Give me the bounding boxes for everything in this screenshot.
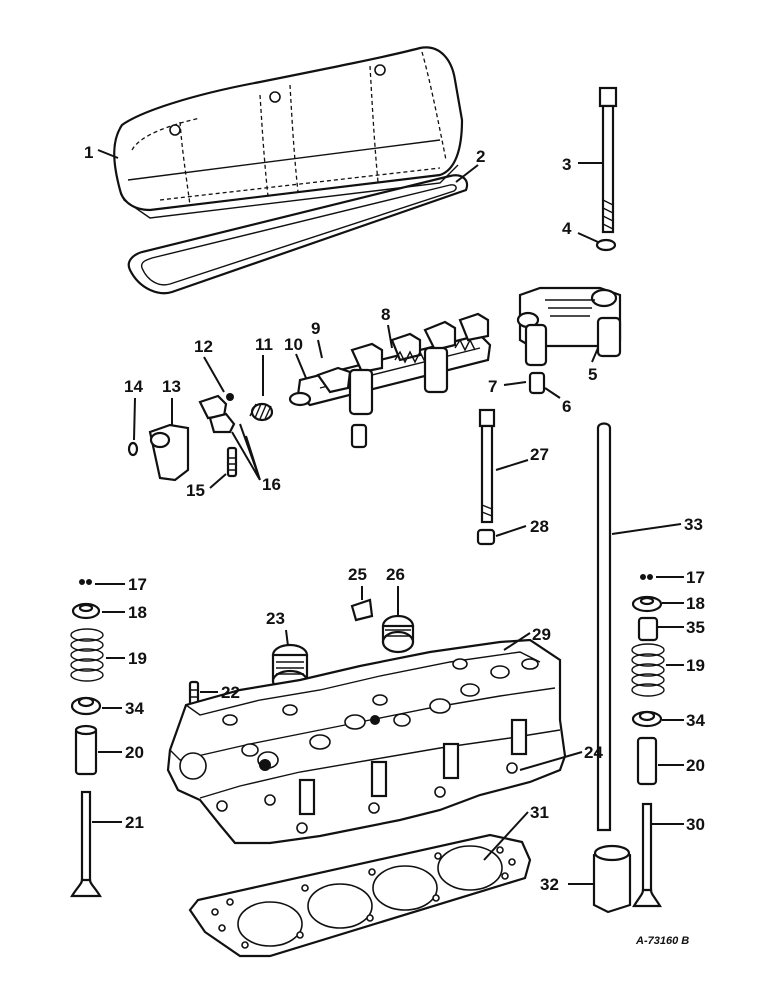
callout-20-right: 20 <box>686 756 705 775</box>
shaft-sleeve <box>528 371 546 395</box>
callout-18-left: 18 <box>128 603 147 622</box>
rocker-end-support <box>148 423 190 482</box>
callout-23: 23 <box>266 609 285 628</box>
callout-21: 21 <box>125 813 144 832</box>
callout-28: 28 <box>530 517 549 536</box>
core-plug-threaded <box>381 614 415 654</box>
callout-17-right: 17 <box>686 568 705 587</box>
callout-1: 1 <box>84 143 93 162</box>
callout-34-left: 34 <box>125 699 144 718</box>
callout-35: 35 <box>686 618 705 637</box>
cylinder-head <box>166 638 567 845</box>
callout-18-right: 18 <box>686 594 705 613</box>
callout-10: 10 <box>284 335 303 354</box>
callout-6: 6 <box>562 397 571 416</box>
callout-7: 7 <box>488 377 497 396</box>
callout-3: 3 <box>562 155 571 174</box>
callout-22: 22 <box>221 683 240 702</box>
callout-30: 30 <box>686 815 705 834</box>
valve-lifter <box>592 844 632 914</box>
shaft-spring <box>249 402 274 422</box>
callout-31: 31 <box>530 803 549 822</box>
callout-34-right: 34 <box>686 711 705 730</box>
o-ring <box>127 441 139 457</box>
pipe-plug <box>350 598 374 622</box>
callout-labels: 1 2 3 4 5 6 7 8 9 10 11 12 13 14 15 16 1… <box>84 143 705 894</box>
set-screw <box>226 446 238 478</box>
callout-32: 32 <box>540 875 559 894</box>
shaft-plug <box>226 393 234 401</box>
drawing-reference-code: A-73160 B <box>635 935 689 947</box>
bolt-spacer <box>476 528 496 546</box>
callout-17-left: 17 <box>128 575 147 594</box>
head-bolt <box>478 408 496 524</box>
callout-29: 29 <box>532 625 551 644</box>
rocker-arms-pair <box>198 394 236 434</box>
callout-9: 9 <box>311 319 320 338</box>
callout-19-left: 19 <box>128 649 147 668</box>
rocker-shaft-support-right <box>516 286 622 367</box>
callout-19-right: 19 <box>686 656 705 675</box>
washer <box>595 238 617 252</box>
callout-25: 25 <box>348 565 367 584</box>
callout-20-left: 20 <box>125 743 144 762</box>
push-rod <box>596 422 612 832</box>
callout-8: 8 <box>381 305 390 324</box>
callout-5: 5 <box>588 365 597 384</box>
callout-27: 27 <box>530 445 549 464</box>
leader-lines <box>92 149 684 885</box>
callout-16: 16 <box>262 475 281 494</box>
valve-stack-left <box>70 579 104 898</box>
callout-11: 11 <box>255 335 273 354</box>
callout-33: 33 <box>684 515 703 534</box>
callout-14: 14 <box>124 377 143 396</box>
rocker-arm-assembly <box>288 312 492 449</box>
callout-13: 13 <box>162 377 181 396</box>
callout-15: 15 <box>186 481 205 500</box>
callout-4: 4 <box>562 219 572 238</box>
callout-26: 26 <box>386 565 405 584</box>
rocker-stud <box>598 86 618 234</box>
valve-stack-right <box>631 574 665 908</box>
callout-24: 24 <box>584 743 603 762</box>
cover-gasket <box>127 174 469 295</box>
head-gasket <box>188 833 532 958</box>
callout-2: 2 <box>476 147 485 166</box>
callout-12: 12 <box>194 337 213 356</box>
valve-cover <box>113 46 464 219</box>
